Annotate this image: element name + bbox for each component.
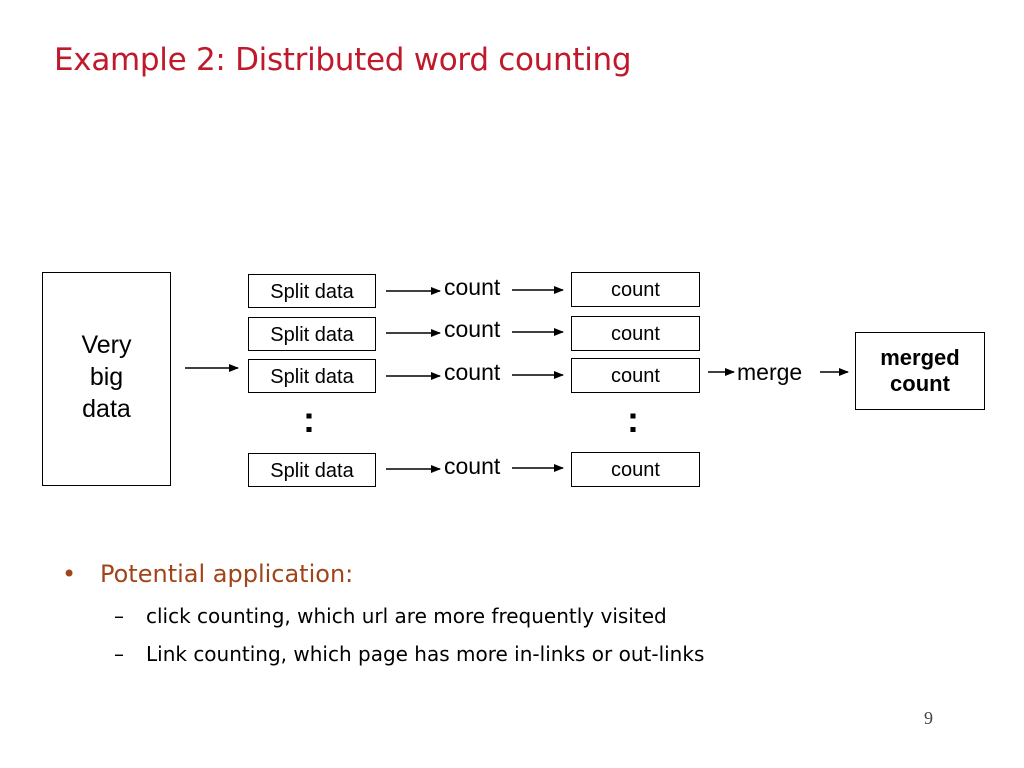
split-data-box-4: Split data	[248, 453, 376, 487]
bullet-sub-1: – click counting, which url are more fre…	[62, 602, 704, 630]
bullet-sub-1-text: click counting, which url are more frequ…	[146, 604, 667, 628]
merge-label: merge	[737, 359, 803, 385]
source-line-3: data	[82, 395, 131, 423]
result-line-1: merged	[880, 345, 960, 370]
count-step-label-3: count	[444, 359, 501, 385]
split-data-box-2: Split data	[248, 317, 376, 351]
dash-symbol: –	[114, 604, 124, 628]
count-box-1: count	[571, 272, 700, 307]
count-step-label-1: count	[444, 274, 501, 300]
bullet-list: • Potential application: – click countin…	[62, 556, 704, 668]
split-data-box-3: Split data	[248, 359, 376, 393]
result-line-2: count	[890, 371, 950, 396]
page-number: 9	[924, 708, 933, 728]
source-line-2: big	[89, 363, 124, 391]
count-box-2: count	[571, 316, 700, 351]
bullet-sub-2-text: Link counting, which page has more in-li…	[146, 642, 705, 666]
bullet-main: • Potential application:	[62, 556, 704, 592]
bullet-sub-2: – Link counting, which page has more in-…	[62, 640, 704, 668]
bullet-main-text: Potential application:	[100, 560, 354, 588]
bullet-symbol: •	[62, 560, 77, 588]
split-ellipsis: :	[303, 399, 315, 440]
count-ellipsis: :	[627, 399, 639, 440]
slide-title: Example 2: Distributed word counting	[54, 42, 632, 78]
split-data-box-1: Split data	[248, 274, 376, 308]
count-box-4: count	[571, 452, 700, 487]
count-step-label-2: count	[444, 316, 501, 342]
source-line-1: Very	[81, 331, 132, 359]
very-big-data-box: Very big data	[42, 272, 171, 486]
count-box-3: count	[571, 358, 700, 393]
merged-count-box: merged count	[855, 332, 985, 410]
dash-symbol: –	[114, 642, 124, 666]
count-step-label-4: count	[444, 453, 501, 479]
